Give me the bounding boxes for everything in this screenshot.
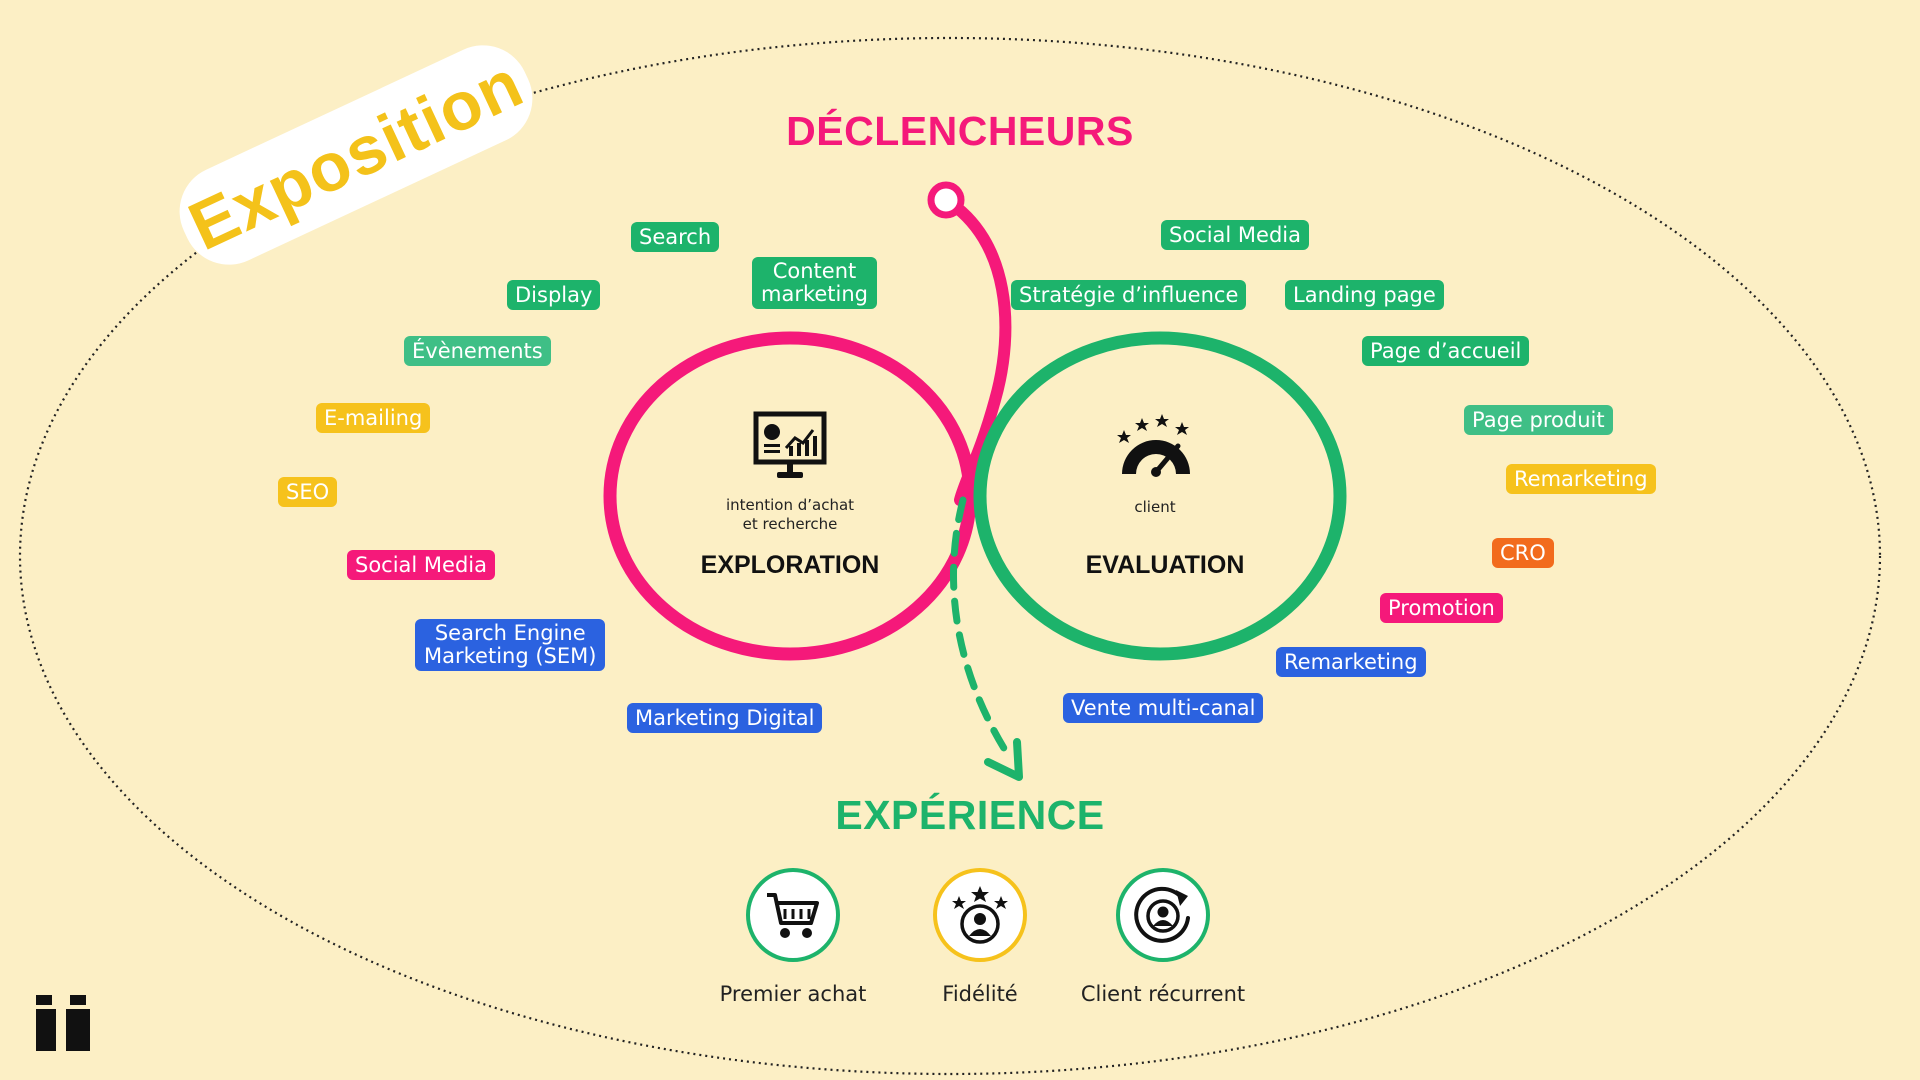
tag-page-accueil: Page d’accueil [1362,336,1530,366]
experience-arrow [950,496,1014,762]
presentation-chart-icon [753,410,827,482]
exploration-circle [603,331,977,661]
tag-marketing-digital: Marketing Digital [627,703,823,733]
tag-remarketing-yellow: Remarketing [1506,464,1656,494]
shopping-cart-icon [767,893,819,938]
tag-sem: Search Engine Marketing (SEM) [415,619,606,671]
trigger-path [940,194,1012,506]
premier-achat-label: Premier achat [719,982,867,1006]
evaluation-circle [973,331,1347,661]
exploration-subtitle: intention d’achat et recherche [725,496,855,533]
tag-social-media-left: Social Media [347,550,496,580]
trigger-start-dot [927,181,965,219]
tag-remarketing-blue: Remarketing [1276,647,1426,677]
exploration-title: EXPLORATION [700,551,880,579]
returning-customer-icon [1134,886,1190,943]
evaluation-subtitle: client [1134,498,1176,516]
star-customer-icon [952,886,1008,944]
triggers-title: DÉCLENCHEURS [786,108,1134,154]
tag-evenements: Évènements [404,336,551,366]
tag-promotion: Promotion [1380,593,1503,623]
tag-vente-multi-canal: Vente multi-canal [1063,693,1264,723]
tag-page-produit: Page produit [1464,405,1613,435]
fidelite-label: Fidélité [942,982,1018,1006]
tag-seo: SEO [278,477,338,507]
premier-achat-badge [746,868,840,962]
experience-arrowhead [984,738,1023,781]
evaluation-title: EVALUATION [1085,551,1245,579]
fidelite-badge [933,868,1027,962]
experience-title: EXPÉRIENCE [835,792,1105,838]
tag-display: Display [507,280,601,310]
client-recurrent-badge [1116,868,1210,962]
tag-social-media-right: Social Media [1161,220,1310,250]
client-recurrent-label: Client récurrent [1080,982,1246,1006]
tag-e-mailing: E-mailing [316,403,431,433]
brand-logo [34,993,92,1053]
tag-strategie-influence: Stratégie d’influence [1011,280,1247,310]
exposition-boundary [18,36,1882,1076]
tag-cro: CRO [1492,538,1554,568]
rating-gauge-icon [1116,410,1196,478]
tag-landing-page: Landing page [1285,280,1444,310]
tag-search: Search [631,222,720,252]
tag-content-marketing: Content marketing [752,257,877,309]
